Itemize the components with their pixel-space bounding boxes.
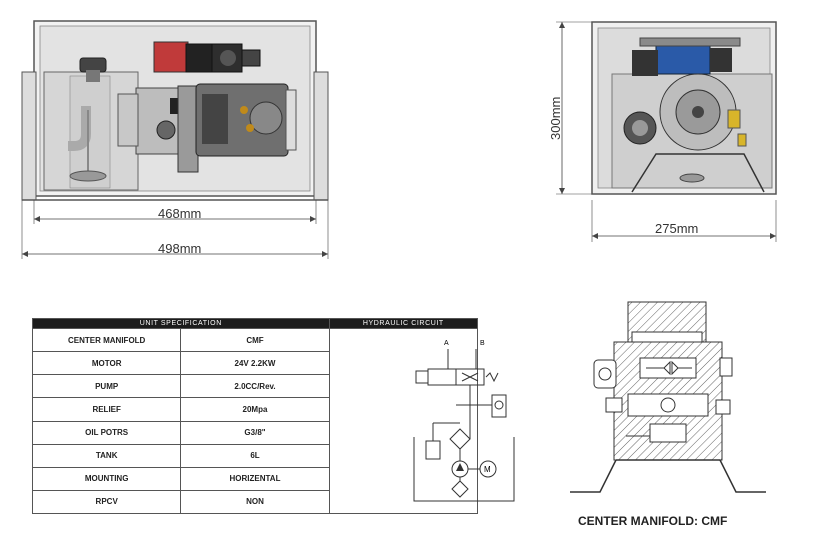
dimension-498: 498mm bbox=[158, 241, 202, 256]
row-label: RPCV bbox=[31, 489, 182, 515]
row-value: CMF bbox=[180, 327, 330, 353]
dimension-275: 275mm bbox=[655, 221, 699, 236]
front-view-drawing bbox=[21, 20, 329, 259]
row-value: G3/8" bbox=[180, 420, 330, 445]
table-row: MOTOR 24V 2.2KW bbox=[31, 351, 478, 376]
row-value: 6L bbox=[180, 443, 330, 468]
row-label: RELIEF bbox=[31, 397, 182, 422]
circuit-header: HYDRAULIC CIRCUIT bbox=[328, 318, 479, 329]
dimension-468: 468mm bbox=[158, 206, 202, 221]
table-row: CENTER MANIFOLD CMF A B bbox=[31, 327, 515, 514]
row-label: PUMP bbox=[31, 374, 182, 399]
center-manifold-caption: CENTER MANIFOLD: CMF bbox=[578, 514, 728, 528]
row-label: TANK bbox=[31, 443, 182, 468]
hydraulic-circuit-cell: A B bbox=[328, 328, 515, 514]
spec-header: UNIT SPECIFICATION bbox=[32, 318, 330, 329]
row-label: MOUNTING bbox=[31, 466, 182, 491]
dimension-300: 300mm bbox=[548, 96, 563, 140]
row-value: NON bbox=[180, 489, 330, 515]
side-view-drawing bbox=[556, 21, 777, 242]
row-value: HORIZENTAL bbox=[180, 466, 330, 491]
table-row: MOUNTING HORIZENTAL bbox=[31, 466, 478, 491]
port-a-label: A bbox=[444, 340, 449, 347]
table-row: RELIEF 20Mpa bbox=[31, 397, 478, 422]
center-manifold-drawing bbox=[570, 301, 766, 493]
row-label: OIL POTRS bbox=[31, 420, 182, 445]
row-label: MOTOR bbox=[31, 351, 182, 376]
unit-specification-table: UNIT SPECIFICATION HYDRAULIC CIRCUIT CEN… bbox=[31, 318, 515, 515]
port-b-label: B bbox=[480, 340, 485, 347]
table-row: RPCV NON bbox=[31, 489, 478, 515]
motor-symbol-label: M bbox=[484, 465, 491, 474]
row-label: CENTER MANIFOLD bbox=[31, 327, 182, 353]
hydraulic-circuit-diagram: A B bbox=[413, 340, 515, 502]
table-row: TANK 6L bbox=[31, 443, 478, 468]
row-value: 24V 2.2KW bbox=[180, 351, 330, 376]
row-value: 20Mpa bbox=[180, 397, 330, 422]
row-value: 2.0CC/Rev. bbox=[180, 374, 330, 399]
